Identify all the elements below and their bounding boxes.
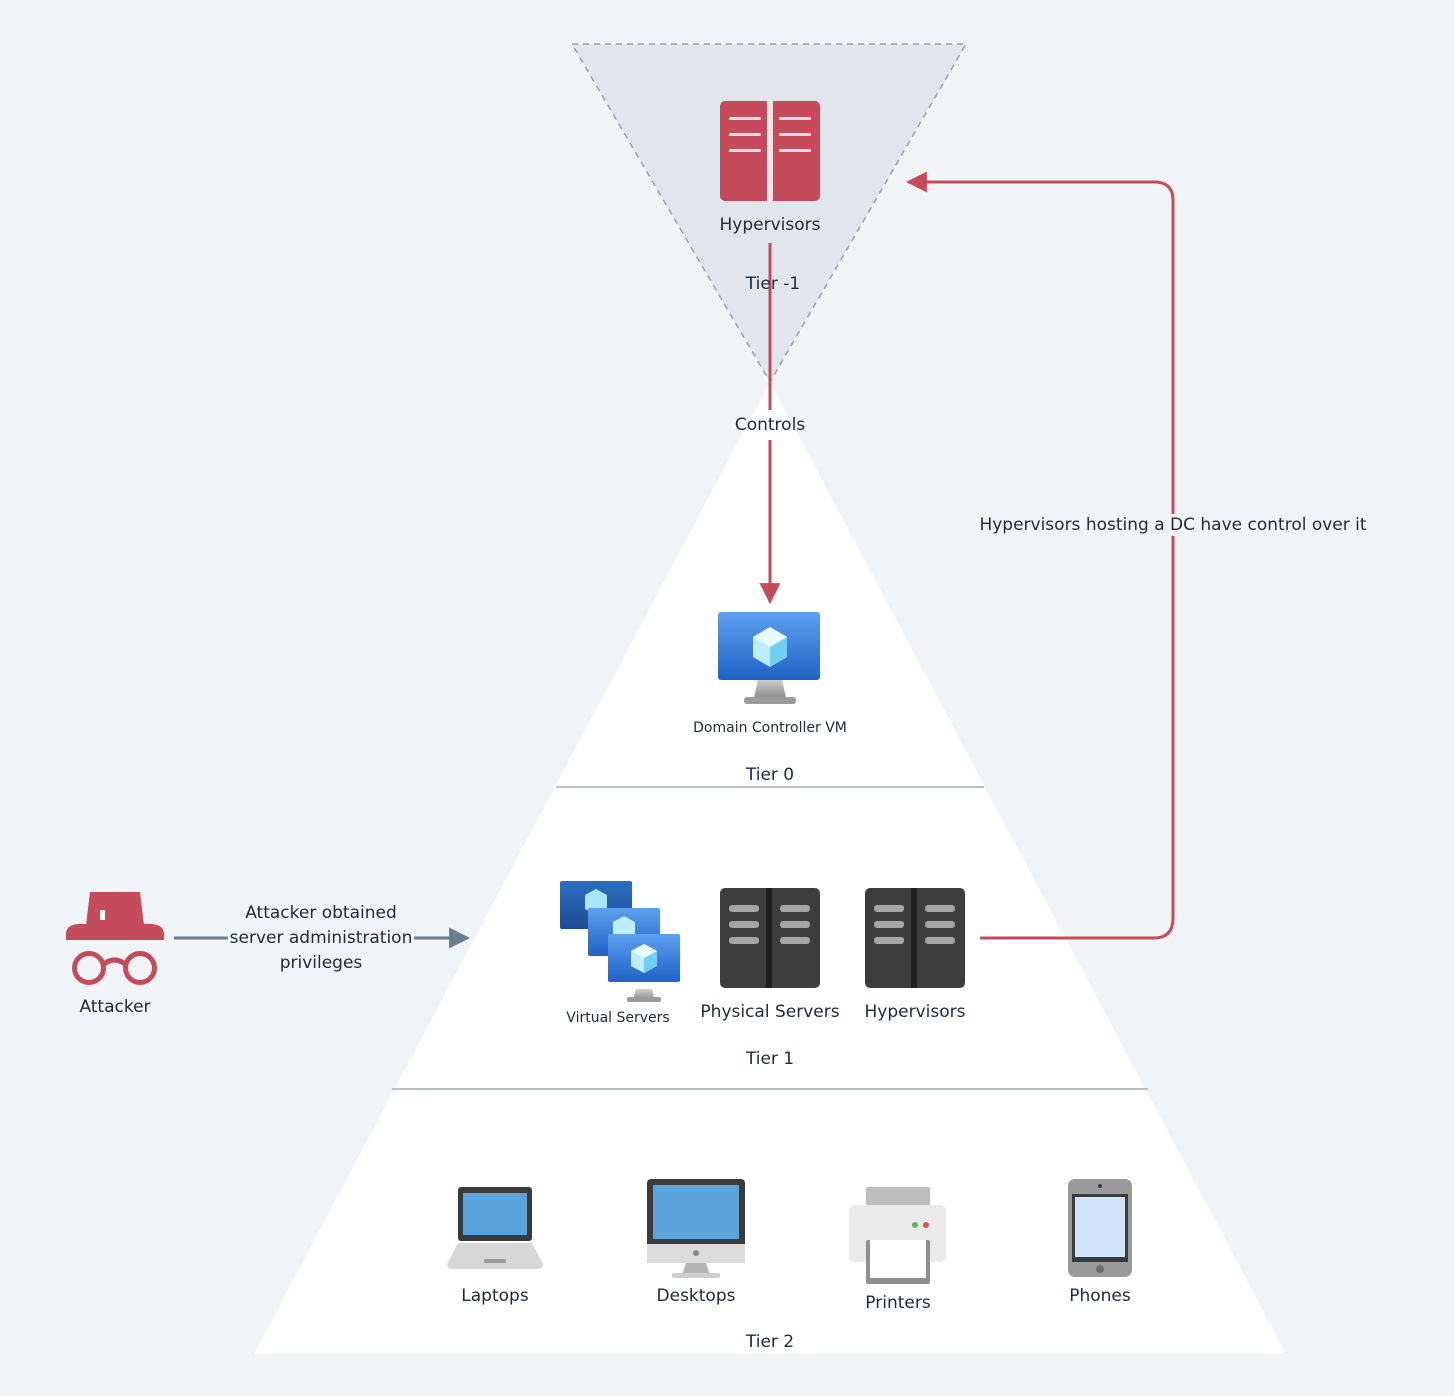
tier2-label: Tier 2 <box>745 1332 795 1352</box>
phone-icon <box>1068 1179 1132 1277</box>
laptop-icon <box>447 1187 543 1269</box>
top-hypervisors-label: Hypervisors <box>719 215 821 235</box>
tier1-hypervisors-label: Hypervisors <box>864 1002 966 1022</box>
attack-edge-label: Attacker obtained server administration … <box>229 903 413 973</box>
controls-edge-label: Controls <box>734 415 806 435</box>
desktops-label: Desktops <box>656 1286 736 1306</box>
tier-minus1-triangle <box>570 43 968 384</box>
phones-label: Phones <box>1069 1286 1131 1306</box>
laptops-label: Laptops <box>461 1286 529 1306</box>
hypervisor-dark-icon <box>865 888 965 988</box>
tier-pyramid <box>254 382 1286 1354</box>
hosting-edge-label: Hypervisors hosting a DC have control ov… <box>977 514 1369 536</box>
hypervisor-red-icon <box>720 101 820 201</box>
printer-icon <box>849 1187 946 1284</box>
printers-label: Printers <box>865 1293 931 1313</box>
virtual-servers-icon <box>560 881 680 1002</box>
virtual-servers-label: Virtual Servers <box>566 1010 670 1026</box>
attacker-label: Attacker <box>79 997 151 1017</box>
tier1-label: Tier 1 <box>745 1049 795 1069</box>
hosting-edge <box>905 171 1175 940</box>
desktop-icon <box>647 1179 745 1278</box>
domain-controller-label: Domain Controller VM <box>693 720 847 736</box>
tier-minus1-label: Tier -1 <box>745 274 801 294</box>
attacker-icon <box>66 892 164 985</box>
domain-controller-vm-icon <box>718 612 820 704</box>
physical-server-icon <box>720 888 820 988</box>
physical-servers-label: Physical Servers <box>700 1002 840 1022</box>
tier0-label: Tier 0 <box>745 765 795 785</box>
